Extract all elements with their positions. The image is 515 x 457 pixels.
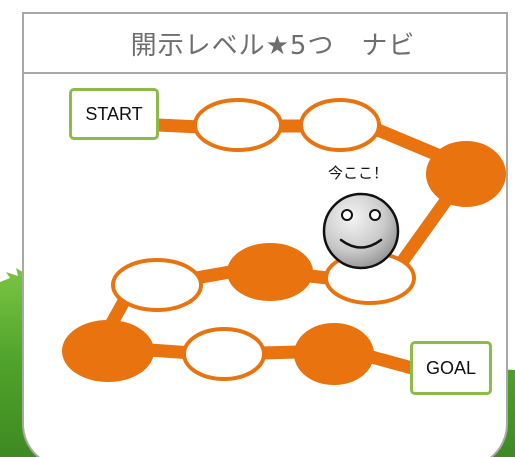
connector-9-goal	[361, 349, 419, 375]
connector-5-6	[189, 265, 237, 285]
step-2-space	[299, 98, 381, 152]
goal-label: GOAL	[410, 341, 492, 395]
step-7-space	[62, 320, 154, 382]
smiley-right-eye-icon	[369, 209, 381, 221]
card-header: 開示レベル★5つ ナビ	[24, 14, 506, 74]
step-8-space	[182, 327, 266, 381]
smiley-mouth-icon	[339, 238, 383, 249]
smiley-face-icon	[322, 192, 400, 270]
step-3-space	[426, 141, 506, 207]
step-9-space	[294, 323, 374, 385]
goal-label-text: GOAL	[425, 357, 477, 378]
connector-2-3	[371, 123, 452, 165]
step-5-space	[227, 243, 313, 301]
card-title: 開示レベル★5つ ナビ	[130, 30, 416, 61]
connector-8-9	[255, 345, 305, 360]
start-label: START	[69, 88, 159, 140]
step-6-space	[111, 258, 203, 312]
connector-start-1	[151, 118, 207, 134]
smiley-left-eye-icon	[341, 209, 353, 221]
start-label-text: START	[85, 103, 143, 124]
path-steps	[62, 98, 506, 385]
step-1-space	[193, 98, 283, 152]
current-position-label: 今ここ！	[328, 164, 389, 182]
